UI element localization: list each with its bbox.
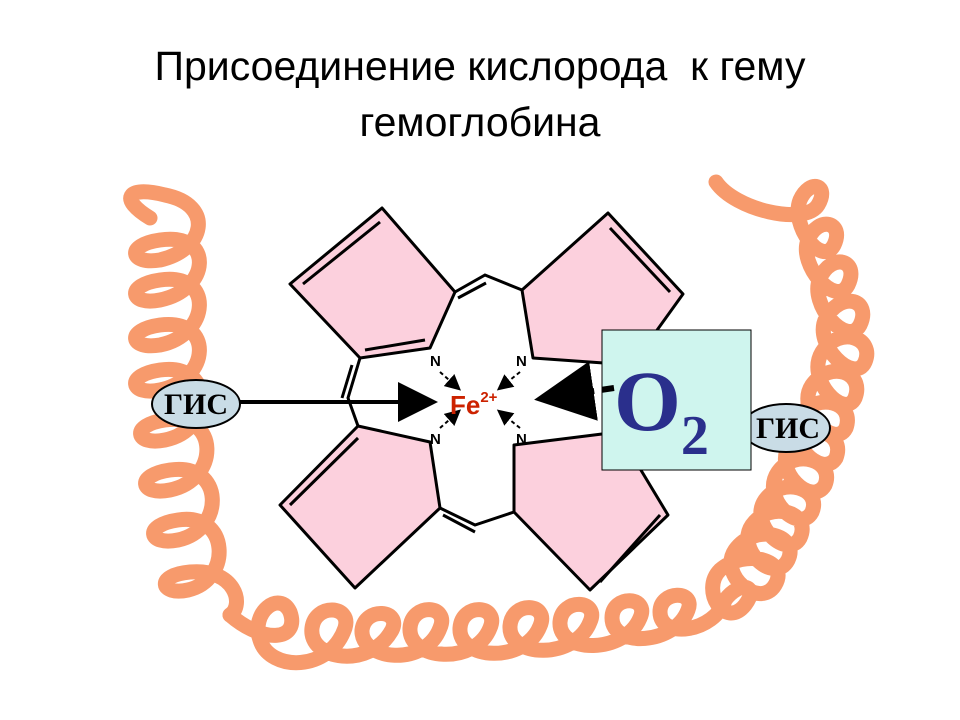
oxygen-label: O2 [614, 353, 709, 467]
nitrogen-bottom-left: N [430, 431, 441, 448]
coordination-bonds [439, 371, 521, 429]
nitrogen-top-right: N [516, 353, 527, 370]
oxygen-symbol: O [614, 353, 681, 449]
fe-label: Fe2+ [450, 389, 498, 420]
helix-left [123, 184, 244, 623]
title-line-2: гемоглобина [359, 99, 601, 145]
oxygen-subscript: 2 [681, 405, 709, 467]
slide-title: Присоединение кислорода к гему гемоглоби… [0, 38, 960, 150]
oxygen-bond [534, 361, 615, 421]
nitrogen-top-left: N [430, 353, 441, 370]
nitrogen-bottom-right: N [516, 431, 527, 448]
double-bonds [288, 220, 672, 584]
helix-bottom [222, 587, 733, 670]
oxygen-box [601, 329, 752, 471]
pyrrole-bottom-left [278, 424, 442, 590]
pyrrole-top-left [288, 206, 457, 360]
title-line-1: Присоединение кислорода к гему [154, 43, 806, 89]
fe-symbol: Fe [450, 390, 480, 420]
nitrogen-atoms: N N N N [430, 353, 527, 448]
histidine-left-label: ГИС [164, 388, 228, 421]
histidine-right-label: ГИС [756, 412, 820, 445]
fe-charge: 2+ [480, 389, 497, 406]
